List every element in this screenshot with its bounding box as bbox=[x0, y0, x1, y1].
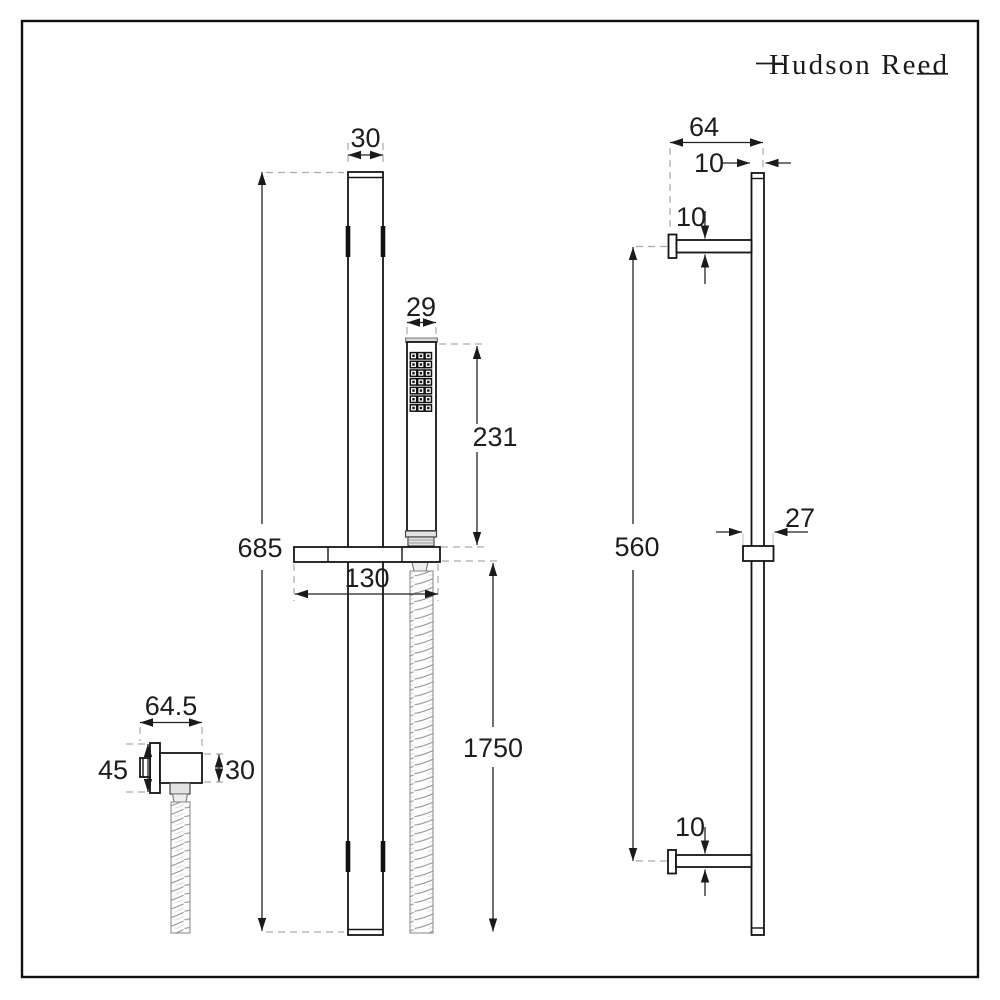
dim-outlet-projection-label: 64.5 bbox=[145, 691, 198, 721]
dim-overall-height-label: 1750 bbox=[463, 733, 523, 763]
dim-outlet-body-height-label: 30 bbox=[225, 755, 255, 785]
side-elevation: 64 10 10 560 27 bbox=[614, 112, 815, 936]
dim-handset-width-label: 29 bbox=[406, 292, 436, 322]
handset bbox=[404, 337, 438, 547]
handset-nut bbox=[407, 536, 435, 547]
bottom-bracket-mark-right bbox=[380, 841, 386, 872]
dim-outlet-body-height: 30 bbox=[204, 753, 255, 785]
dim-outlet-plate-height: 45 bbox=[98, 743, 153, 793]
dim-slider-depth: 27 bbox=[716, 503, 815, 545]
top-bracket-mark-right bbox=[380, 226, 386, 257]
dim-bracket-projection-label: 64 bbox=[689, 112, 719, 142]
bottom-bracket-arm bbox=[675, 854, 753, 868]
outlet-nut-taper bbox=[171, 793, 189, 803]
dim-rail-depth-label: 10 bbox=[694, 148, 724, 178]
dim-bracket-centres-label: 560 bbox=[614, 532, 659, 562]
dim-slide-bracket-width: 130 bbox=[293, 563, 439, 601]
brand-logo: Hudson Reed bbox=[756, 49, 948, 81]
dim-handset-length-label: 231 bbox=[472, 422, 517, 452]
outlet-body bbox=[159, 752, 203, 784]
dim-outlet-plate-height-label: 45 bbox=[98, 755, 128, 785]
top-wall-bracket bbox=[667, 233, 753, 259]
wall-outlet-elbow bbox=[139, 742, 203, 934]
dim-outlet-projection: 64.5 bbox=[139, 691, 203, 750]
bottom-bracket-mark-left bbox=[345, 841, 351, 872]
dim-rail-length-label: 685 bbox=[237, 533, 282, 563]
dim-bracket-projection: 64 bbox=[669, 112, 764, 232]
dim-slide-bracket-width-label: 130 bbox=[344, 563, 389, 593]
dim-top-bracket-thickness-label: 10 bbox=[676, 202, 706, 232]
slider-block-side bbox=[742, 545, 775, 562]
dim-bottom-bracket-thickness-label: 10 bbox=[675, 812, 705, 842]
dim-handset-length: 231 bbox=[439, 343, 518, 548]
bottom-wall-bracket bbox=[667, 849, 753, 875]
dim-slider-depth-label: 27 bbox=[785, 503, 815, 533]
top-bracket-mark-left bbox=[345, 226, 351, 257]
page-border bbox=[20, 19, 980, 979]
dim-rail-depth: 10 bbox=[694, 148, 791, 178]
dim-overall-height: 1750 bbox=[442, 560, 523, 932]
dim-rail-width: 30 bbox=[347, 123, 384, 167]
slide-bracket bbox=[293, 546, 441, 563]
hose-coil bbox=[409, 570, 434, 934]
outlet-wall-plate bbox=[149, 742, 161, 794]
dim-rail-length: 685 bbox=[237, 171, 344, 933]
front-elevation: 30 685 29 231 bbox=[98, 123, 523, 936]
dim-rail-width-label: 30 bbox=[350, 123, 380, 153]
outlet-nut bbox=[169, 782, 191, 795]
dim-top-bracket-thickness: 10 bbox=[676, 202, 710, 284]
handset-collar bbox=[404, 530, 438, 538]
dim-handset-width: 29 bbox=[406, 292, 437, 340]
bottom-bracket-wall-plate bbox=[667, 849, 677, 875]
brand-name: Hudson Reed bbox=[769, 49, 948, 81]
hose-connector bbox=[411, 561, 429, 572]
slide-bracket-bar bbox=[293, 546, 441, 563]
outlet-hose-coil bbox=[170, 801, 191, 934]
dim-bracket-centres: 560 bbox=[614, 245, 669, 862]
nozzle-grid bbox=[409, 351, 433, 412]
top-bracket-arm bbox=[675, 239, 753, 254]
top-bracket-wall-plate bbox=[667, 233, 678, 259]
shower-hose-front bbox=[409, 561, 434, 934]
dim-bottom-bracket-thickness: 10 bbox=[675, 812, 710, 896]
